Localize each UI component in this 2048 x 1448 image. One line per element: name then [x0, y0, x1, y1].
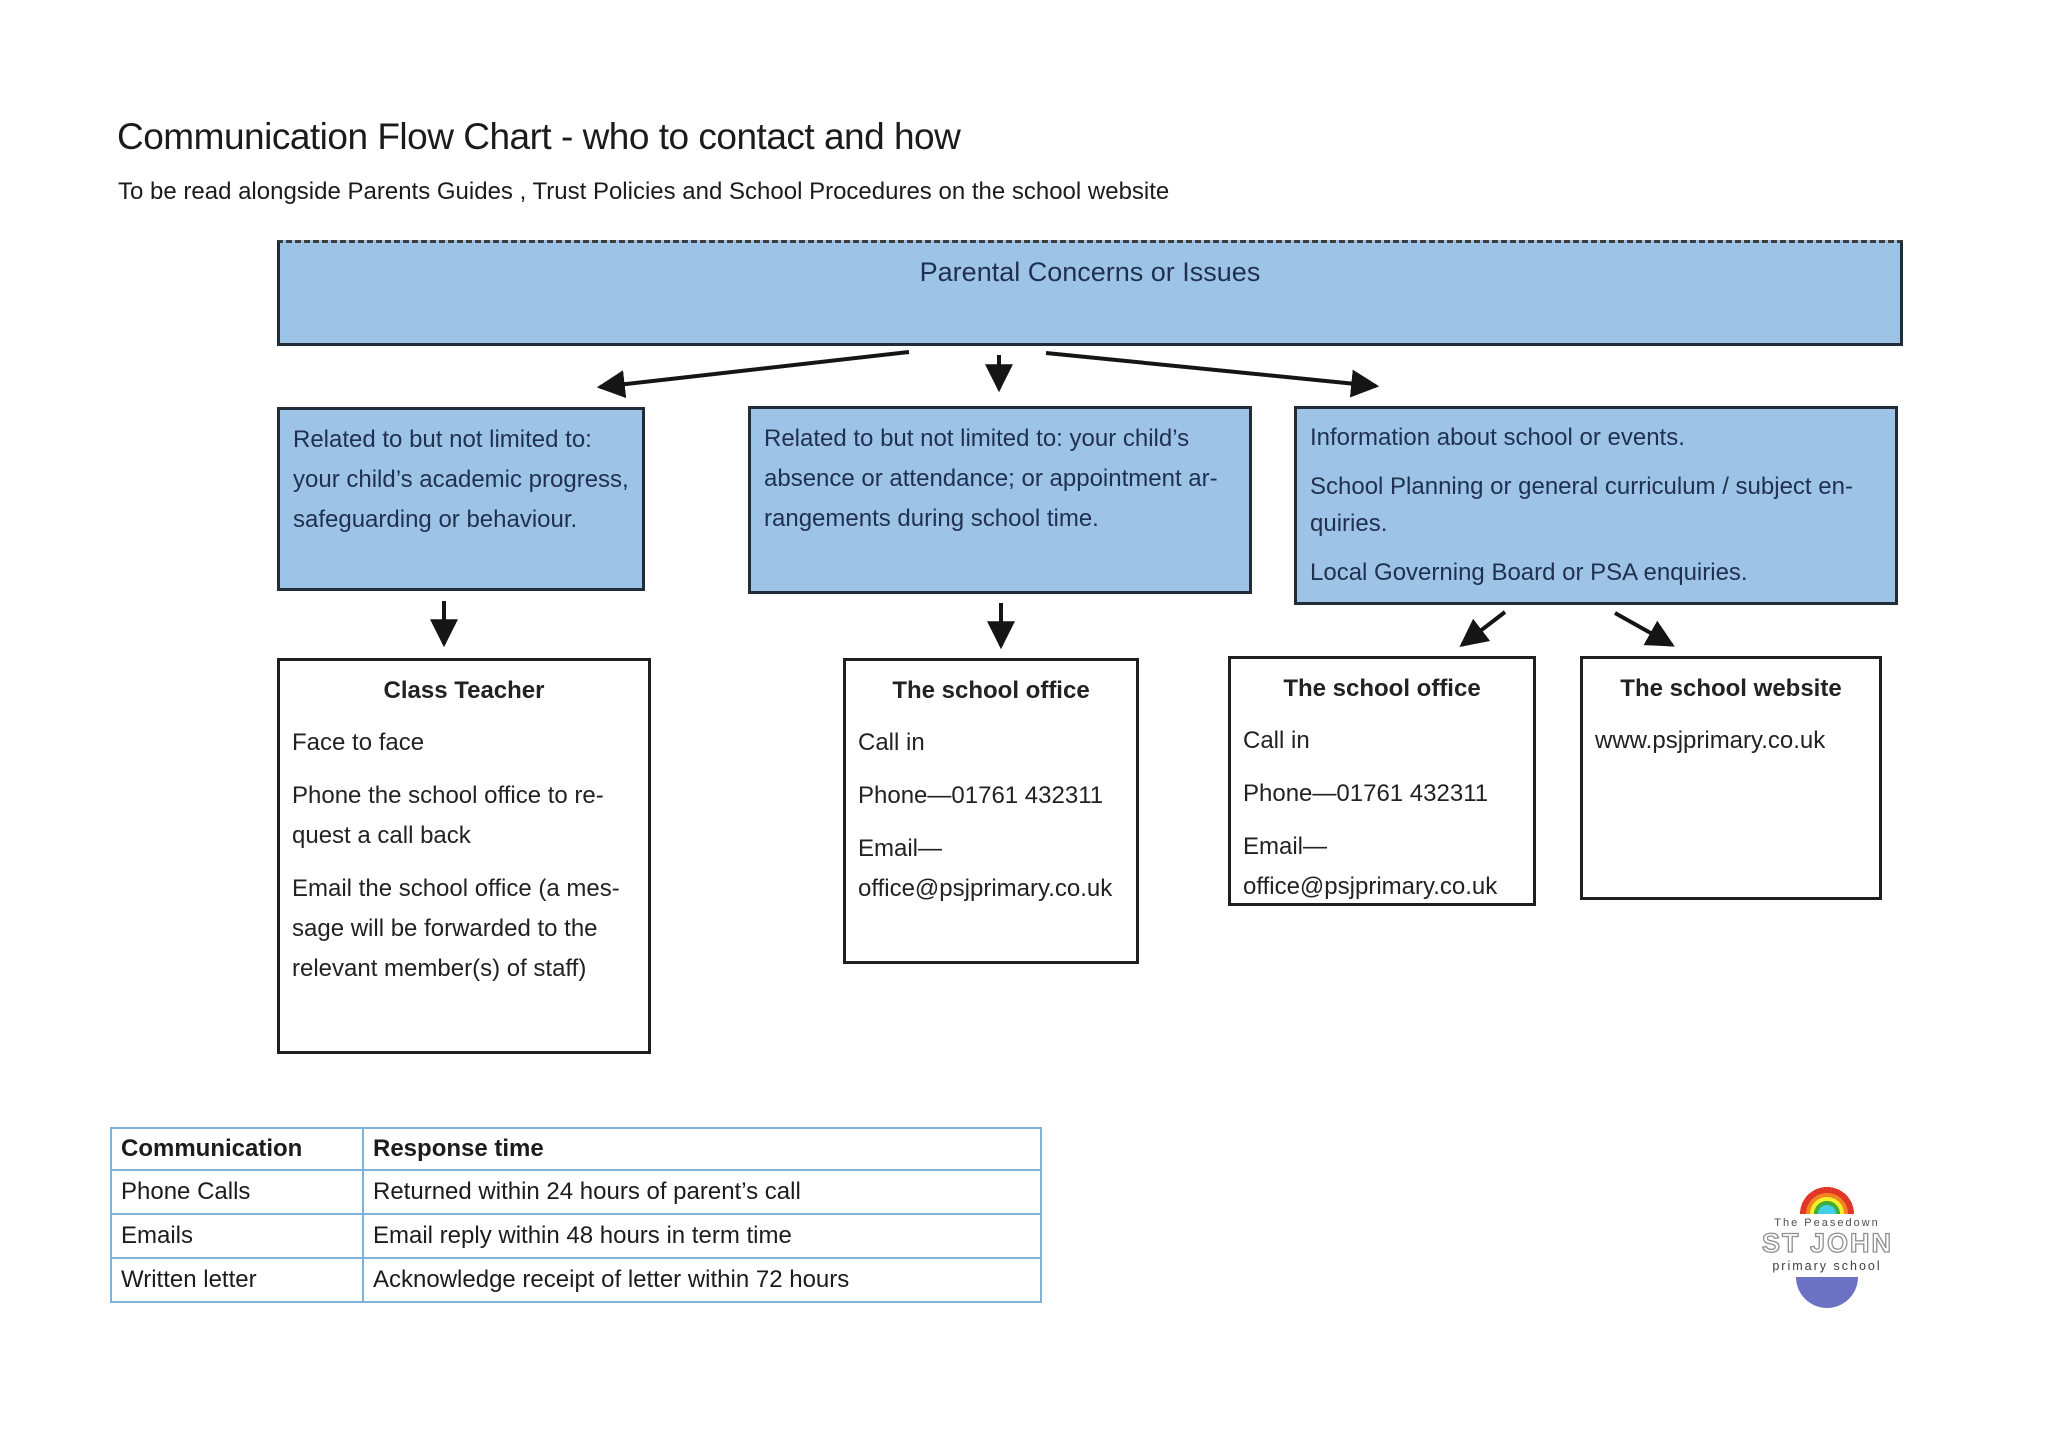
- branch-line: Related to but not limited to: your chil…: [764, 425, 1190, 452]
- branch-node-academic-safeguarding: Related to but not limited to: your chil…: [277, 407, 645, 591]
- table-header-communication: Communication: [110, 1127, 364, 1171]
- table-cell-response: Returned within 24 hours of parent’s cal…: [362, 1169, 1042, 1215]
- table-row: Phone Calls Returned within 24 hours of …: [110, 1169, 1042, 1215]
- branch-line: rangements during school time.: [764, 505, 1099, 532]
- branch-line: School Planning or general curriculum / …: [1310, 473, 1853, 500]
- logo-text-the-peasedown: The Peasedown: [1774, 1217, 1880, 1229]
- response-time-table: Communication Response time Phone Calls …: [110, 1127, 1042, 1303]
- contact-node-title: Class Teacher: [383, 677, 545, 704]
- table-cell-response: Email reply within 48 hours in term time: [362, 1213, 1042, 1259]
- contact-line: Phone—01761 432311: [1243, 780, 1489, 807]
- contact-line: relevant member(s) of staff): [292, 955, 587, 982]
- table-header-response-time: Response time: [362, 1127, 1042, 1171]
- arrow-root-to-branch-0: [596, 350, 910, 399]
- table-row: Written letter Acknowledge receipt of le…: [110, 1257, 1042, 1303]
- school-logo: The Peasedown ST JOHN primary school: [1761, 1186, 1894, 1308]
- contact-line: Email—: [858, 835, 943, 862]
- page-title: Communication Flow Chart - who to contac…: [117, 116, 961, 157]
- table-header-row: Communication Response time: [110, 1127, 1042, 1171]
- arrow-branch2-to-school-office: [1459, 610, 1507, 647]
- contact-line: Email—: [1243, 833, 1328, 860]
- table-row: Emails Email reply within 48 hours in te…: [110, 1213, 1042, 1259]
- contact-node-school-website: The school website www.psjprimary.co.uk: [1580, 656, 1882, 900]
- contact-line: Call in: [858, 729, 925, 756]
- contact-line: Phone the school office to re-: [292, 782, 604, 809]
- arrow-branch2-to-school-website: [1614, 611, 1675, 647]
- root-node-label: Parental Concerns or Issues: [919, 257, 1261, 287]
- contact-line: Email the school office (a mes-: [292, 875, 620, 902]
- branch-node-information-enquiries: Information about school or events. Scho…: [1294, 406, 1898, 605]
- contact-line: office@psjprimary.co.uk: [858, 875, 1113, 902]
- table-cell-communication: Emails: [110, 1213, 364, 1259]
- contact-line: Call in: [1243, 727, 1310, 754]
- contact-node-title: The school website: [1620, 675, 1842, 702]
- branch-line: your child’s academic progress,: [293, 466, 629, 493]
- table-cell-communication: Written letter: [110, 1257, 364, 1303]
- logo-text-primary-school: primary school: [1772, 1259, 1882, 1273]
- root-node-parental-concerns: Parental Concerns or Issues: [277, 240, 1903, 346]
- arrow-root-to-branch-2: [1045, 351, 1380, 398]
- contact-line: Face to face: [292, 729, 425, 756]
- contact-node-school-office-2: The school office Call in Phone—01761 43…: [1228, 656, 1536, 906]
- contact-line: Phone—01761 432311: [858, 782, 1104, 809]
- website-url: www.psjprimary.co.uk: [1595, 727, 1826, 754]
- branch-line: safeguarding or behaviour.: [293, 506, 578, 533]
- table-cell-communication: Phone Calls: [110, 1169, 364, 1215]
- contact-node-title: The school office: [892, 677, 1090, 704]
- branch-line: absence or attendance; or appointment ar…: [764, 465, 1218, 492]
- branch-line: quiries.: [1310, 510, 1388, 537]
- branch-line: Information about school or events.: [1310, 424, 1685, 451]
- logo-text-st-john: ST JOHN: [1761, 1228, 1894, 1258]
- contact-node-school-office-1: The school office Call in Phone—01761 43…: [843, 658, 1139, 964]
- contact-node-class-teacher: Class Teacher Face to face Phone the sch…: [277, 658, 651, 1054]
- contact-line: sage will be forwarded to the: [292, 915, 598, 942]
- branch-line: Local Governing Board or PSA enquiries.: [1310, 559, 1748, 586]
- purple-semicircle-icon: [1796, 1277, 1858, 1308]
- branch-line: Related to but not limited to:: [293, 426, 592, 453]
- table-cell-response: Acknowledge receipt of letter within 72 …: [362, 1257, 1042, 1303]
- page-subtitle: To be read alongside Parents Guides , Tr…: [118, 178, 1170, 205]
- contact-node-title: The school office: [1283, 675, 1481, 702]
- rainbow-icon: [1799, 1186, 1855, 1214]
- contact-line: office@psjprimary.co.uk: [1243, 873, 1498, 900]
- contact-line: quest a call back: [292, 822, 471, 849]
- branch-node-absence-appointments: Related to but not limited to: your chil…: [748, 406, 1252, 594]
